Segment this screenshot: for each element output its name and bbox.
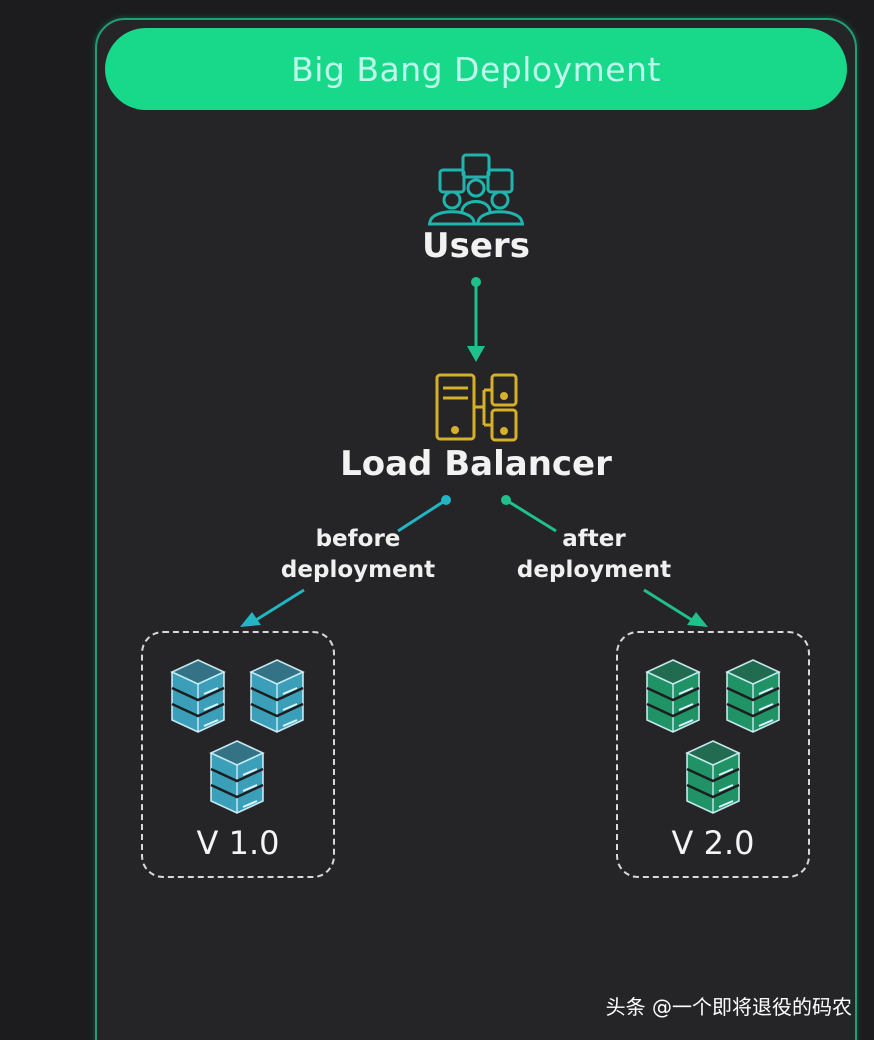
after-deployment-label: after deployment bbox=[494, 524, 694, 586]
load-balancer-label: Load Balancer bbox=[340, 444, 612, 484]
v2-server-group bbox=[616, 631, 810, 878]
users-label: Users bbox=[422, 226, 530, 266]
v2-label: V 2.0 bbox=[671, 824, 755, 862]
before-label-line2: deployment bbox=[280, 557, 436, 583]
diagram-title: Big Bang Deployment bbox=[291, 49, 661, 89]
after-label-line2: deployment bbox=[516, 557, 672, 583]
after-deployment-arrow bbox=[501, 495, 708, 627]
diagram-panel bbox=[95, 18, 857, 1040]
users-group-icon bbox=[428, 153, 524, 226]
after-label-line1: after bbox=[562, 526, 626, 552]
load-balancer-icon bbox=[435, 373, 518, 442]
watermark: 头条 @一个即将退役的码农 bbox=[605, 995, 852, 1019]
users-to-lb-arrow bbox=[467, 277, 485, 362]
title-banner: Big Bang Deployment bbox=[105, 28, 847, 110]
v1-label: V 1.0 bbox=[196, 824, 280, 862]
before-deployment-arrow bbox=[240, 495, 451, 627]
before-label-line1: before bbox=[315, 526, 401, 552]
v1-server-group bbox=[141, 631, 335, 878]
before-deployment-label: before deployment bbox=[258, 524, 458, 586]
